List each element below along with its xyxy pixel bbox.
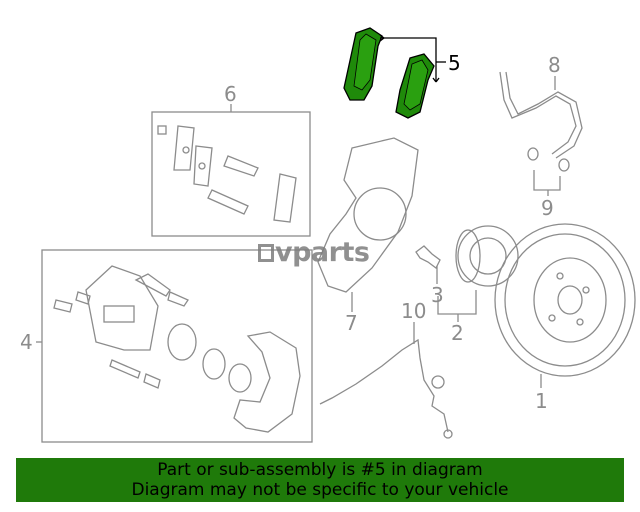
callout-5: 5 [448, 51, 461, 75]
banner-line-1: Part or sub-assembly is #5 in diagram [157, 460, 483, 480]
callout-9: 9 [541, 196, 554, 220]
brake-pads-part-5[interactable] [343, 27, 446, 119]
callout-2: 2 [451, 321, 464, 345]
callout-3: 3 [431, 283, 444, 307]
bolt-part-3[interactable] [415, 245, 441, 284]
watermark-text: vparts [275, 237, 370, 268]
callout-6: 6 [224, 82, 237, 106]
info-banner: Part or sub-assembly is #5 in diagram Di… [16, 458, 624, 502]
brake-hose-part-8[interactable] [499, 71, 583, 159]
callout-4: 4 [20, 330, 33, 354]
vparts-watermark: vparts [258, 237, 370, 268]
hub-bearing-part-2[interactable] [437, 225, 519, 322]
banner-line-2: Diagram may not be specific to your vehi… [131, 480, 509, 500]
caliper-assembly-box-part-4[interactable] [36, 249, 313, 443]
washers-part-9[interactable] [527, 147, 570, 196]
callout-1: 1 [535, 389, 548, 413]
dust-shield-part-7[interactable] [317, 137, 419, 312]
brake-rotor-part-1[interactable] [494, 223, 636, 388]
callout-7: 7 [345, 311, 358, 335]
callout-10: 10 [401, 299, 426, 323]
wheel-speed-sensor-part-10[interactable] [319, 322, 453, 439]
z-logo-icon [258, 244, 274, 262]
hardware-kit-box-part-6[interactable] [151, 104, 311, 237]
callout-8: 8 [548, 53, 561, 77]
